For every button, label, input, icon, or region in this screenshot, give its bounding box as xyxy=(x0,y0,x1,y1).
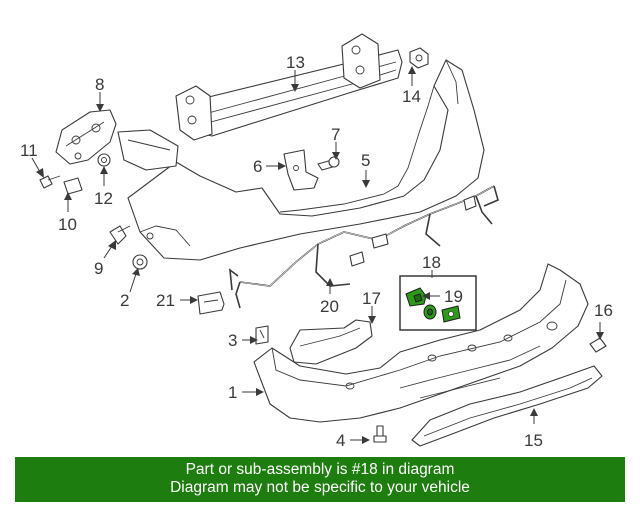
lower-bumper-fascia-part-1 xyxy=(253,263,589,423)
callout-2: 2 xyxy=(120,291,129,310)
callout-9: 9 xyxy=(94,259,103,278)
bolt-part-11 xyxy=(39,175,61,189)
callout-3: 3 xyxy=(228,331,237,350)
callout-1: 1 xyxy=(228,383,237,402)
nut-part-12 xyxy=(97,153,111,167)
side-bracket-part xyxy=(117,129,179,171)
callout-19: 19 xyxy=(444,287,463,306)
rear-bumper-exploded-diagram: 13 14 8 7 6 5 11 12 10 9 2 21 20 17 18 1… xyxy=(20,33,613,450)
callout-14: 14 xyxy=(402,87,421,106)
callout-18: 18 xyxy=(422,253,441,272)
callout-6: 6 xyxy=(253,157,262,176)
cap-part-16 xyxy=(589,337,607,353)
callout-17: 17 xyxy=(362,289,381,308)
callout-15: 15 xyxy=(524,431,543,450)
callout-12: 12 xyxy=(94,189,113,208)
mounting-bracket-part-6 xyxy=(283,149,319,191)
leader-lines xyxy=(31,66,604,444)
callout-5: 5 xyxy=(361,151,370,170)
rivet-part-2 xyxy=(132,254,148,270)
part-18-highlight-box xyxy=(399,275,477,331)
callout-16: 16 xyxy=(594,301,613,320)
nut-part-14 xyxy=(409,47,429,69)
screw-part-7 xyxy=(317,156,340,171)
fastener-part-4 xyxy=(373,425,387,443)
notice-banner: Part or sub-assembly is #18 in diagram D… xyxy=(15,457,625,502)
callout-11: 11 xyxy=(20,141,38,160)
wiring-harness xyxy=(229,185,499,309)
callout-10: 10 xyxy=(58,215,77,234)
banner-line-2: Diagram may not be specific to your vehi… xyxy=(170,479,470,496)
clip-part-10 xyxy=(63,177,83,195)
callout-4: 4 xyxy=(336,431,345,450)
callout-labels: 13 14 8 7 6 5 11 12 10 9 2 21 20 17 18 1… xyxy=(20,53,613,450)
callout-21: 21 xyxy=(156,291,175,310)
reflector-part-17 xyxy=(289,319,373,365)
banner-line-1: Part or sub-assembly is #18 in diagram xyxy=(185,461,455,478)
bracket-part-8 xyxy=(55,109,117,165)
clip-part-3 xyxy=(255,325,269,345)
callout-20: 20 xyxy=(320,297,339,316)
callout-7: 7 xyxy=(331,125,340,144)
callout-13: 13 xyxy=(286,53,305,72)
push-pin-part-9 xyxy=(109,225,131,245)
impact-bar-part-13 xyxy=(175,33,403,141)
upper-fascia-part-5 xyxy=(127,59,485,261)
skid-plate-part-15 xyxy=(411,365,603,447)
callout-8: 8 xyxy=(95,75,104,94)
control-module-part-21 xyxy=(197,291,225,315)
